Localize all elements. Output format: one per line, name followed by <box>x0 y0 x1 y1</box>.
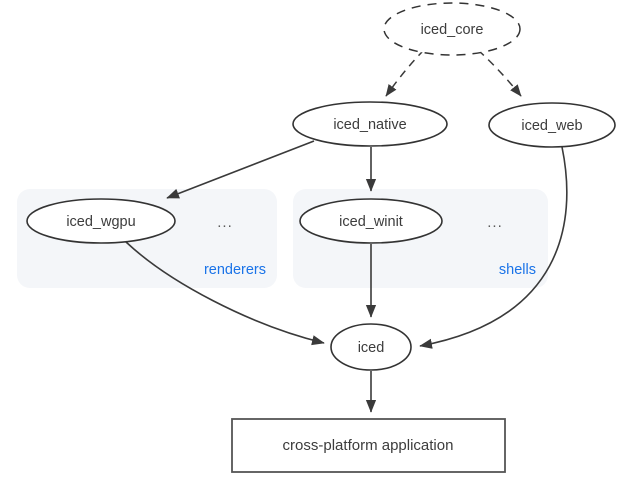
node-iced-native[interactable]: iced_native <box>292 101 448 147</box>
node-label-iced-winit: iced_winit <box>339 214 403 230</box>
node-iced-core[interactable]: iced_core <box>383 2 521 56</box>
renderers-ellipsis: ... <box>217 214 233 231</box>
node-iced-wgpu[interactable]: iced_wgpu <box>26 198 176 244</box>
node-label-iced-wgpu: iced_wgpu <box>66 214 135 230</box>
node-shape-application <box>231 418 506 473</box>
node-label-iced-core: iced_core <box>421 22 484 38</box>
node-iced-web[interactable]: iced_web <box>488 102 616 148</box>
edge-native-to-wgpu <box>166 140 315 199</box>
node-shape-iced-wgpu <box>26 198 176 244</box>
node-shape-iced-web <box>488 102 616 148</box>
edge-wgpu-to-iced <box>124 240 325 346</box>
node-label-iced-web: iced_web <box>521 118 582 134</box>
node-iced[interactable]: iced <box>330 323 412 371</box>
group-label-renderers: renderers <box>204 262 266 278</box>
node-label-iced-native: iced_native <box>333 117 406 133</box>
edge-web-to-iced <box>419 146 568 349</box>
node-label-application: cross-platform application <box>283 437 454 454</box>
node-application[interactable]: cross-platform application <box>231 418 506 473</box>
shells-ellipsis: ... <box>487 214 503 231</box>
edge-core-to-native <box>385 49 425 97</box>
node-shape-iced-winit <box>299 198 443 244</box>
node-shape-iced-core <box>383 2 521 56</box>
node-iced-winit[interactable]: iced_winit <box>299 198 443 244</box>
node-shape-iced <box>330 323 412 371</box>
edge-core-to-web <box>477 49 522 97</box>
node-label-iced: iced <box>358 340 385 356</box>
group-label-shells: shells <box>499 262 536 278</box>
node-shape-iced-native <box>292 101 448 147</box>
